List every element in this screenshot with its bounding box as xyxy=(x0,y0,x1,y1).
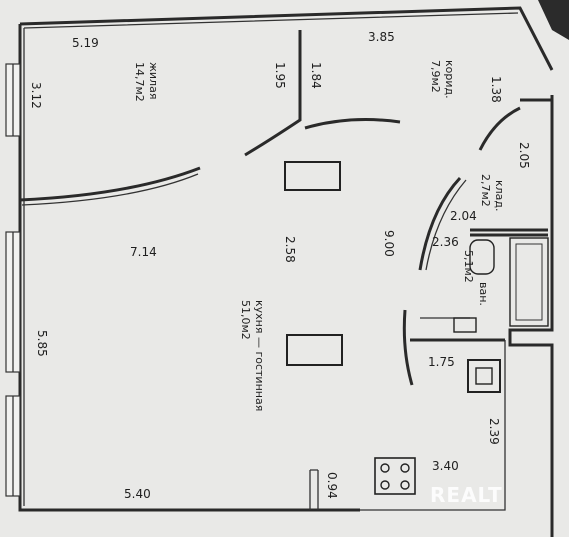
dim-5-85: 5.85 xyxy=(35,330,49,357)
curved-partition-corridor xyxy=(244,30,302,157)
curved-partition-living xyxy=(19,166,201,202)
bathtub xyxy=(509,237,549,327)
dim-1-75: 1.75 xyxy=(428,355,455,369)
dim-9-00: 9.00 xyxy=(382,230,396,257)
stove xyxy=(374,457,416,495)
room-corridor-name: корид. xyxy=(443,60,456,99)
dim-3-85: 3.85 xyxy=(368,30,395,44)
room-corridor-area: 7,9м2 xyxy=(429,60,442,93)
dim-1-95: 1.95 xyxy=(273,62,287,89)
room-kitchen-name: кухня — гостинная xyxy=(253,300,266,411)
column-middle xyxy=(286,334,343,366)
room-living-name: жилая xyxy=(147,62,160,99)
dim-2-39: 2.39 xyxy=(487,418,501,445)
dim-5-19: 5.19 xyxy=(72,36,99,50)
dim-2-05: 2.05 xyxy=(517,142,531,169)
room-bath-area: 5,1м2 xyxy=(462,250,475,283)
dim-3-12: 3.12 xyxy=(29,82,43,109)
right-wall xyxy=(508,98,554,537)
curved-partition-arc xyxy=(304,118,401,130)
dim-3-40: 3.40 xyxy=(432,459,459,473)
room-storage-area: 2,7м2 xyxy=(479,174,492,207)
dim-7-14: 7.14 xyxy=(130,245,157,259)
room-storage-name: клад. xyxy=(493,180,506,212)
dim-2-58: 2.58 xyxy=(283,236,297,263)
room-living-area: 14,7м2 xyxy=(133,62,146,102)
room-bath-name: ван. xyxy=(477,282,490,306)
column-top xyxy=(284,161,341,191)
shower xyxy=(467,359,501,393)
corridor-curve-wall xyxy=(478,106,521,151)
dim-1-38: 1.38 xyxy=(489,76,503,103)
storage-curve-wall xyxy=(418,176,462,271)
room-kitchen-area: 51,0м2 xyxy=(239,300,252,340)
realt-watermark: REALT xyxy=(430,483,503,507)
sink xyxy=(469,239,495,275)
dim-2-04: 2.04 xyxy=(450,209,477,223)
dim-1-84: 1.84 xyxy=(309,62,323,89)
dim-5-40: 5.40 xyxy=(124,487,151,501)
dim-2-36: 2.36 xyxy=(432,235,459,249)
dim-0-94: 0.94 xyxy=(325,472,339,499)
toilet xyxy=(453,317,477,333)
